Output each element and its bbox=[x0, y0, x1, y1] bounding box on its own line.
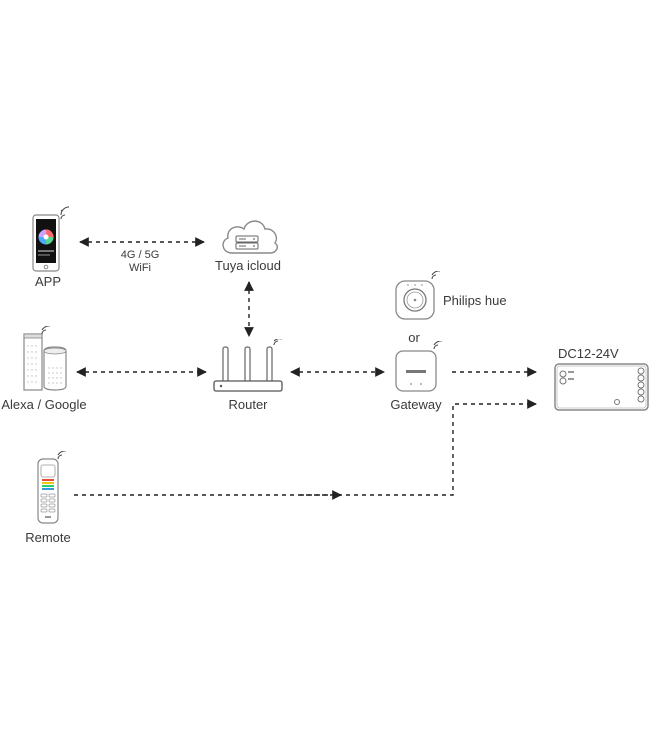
led-controller-icon bbox=[553, 362, 650, 417]
4g-5g-label: 4G / 5G bbox=[120, 249, 160, 261]
philips-hue-bridge-icon bbox=[394, 270, 446, 328]
wifi-label: WiFi bbox=[129, 262, 151, 274]
or-label: or bbox=[408, 330, 420, 345]
router-icon bbox=[212, 338, 288, 400]
smart-speaker-icon bbox=[20, 325, 72, 399]
app-label: APP bbox=[34, 274, 62, 289]
gateway-label: Gateway bbox=[390, 397, 442, 412]
router-label: Router bbox=[228, 397, 268, 412]
controller-label: DC12-24V bbox=[558, 346, 619, 361]
cloud-server-icon bbox=[218, 213, 282, 262]
cloud-label: Tuya icloud bbox=[215, 258, 281, 273]
philips-label: Philips hue bbox=[443, 293, 507, 308]
edge-remote-controller bbox=[74, 399, 537, 496]
remote-label: Remote bbox=[25, 530, 71, 545]
gateway-icon bbox=[394, 340, 446, 398]
remote-control-icon bbox=[34, 450, 70, 532]
smartphone-icon bbox=[30, 206, 74, 279]
alexa-label: Alexa / Google bbox=[1, 397, 87, 412]
